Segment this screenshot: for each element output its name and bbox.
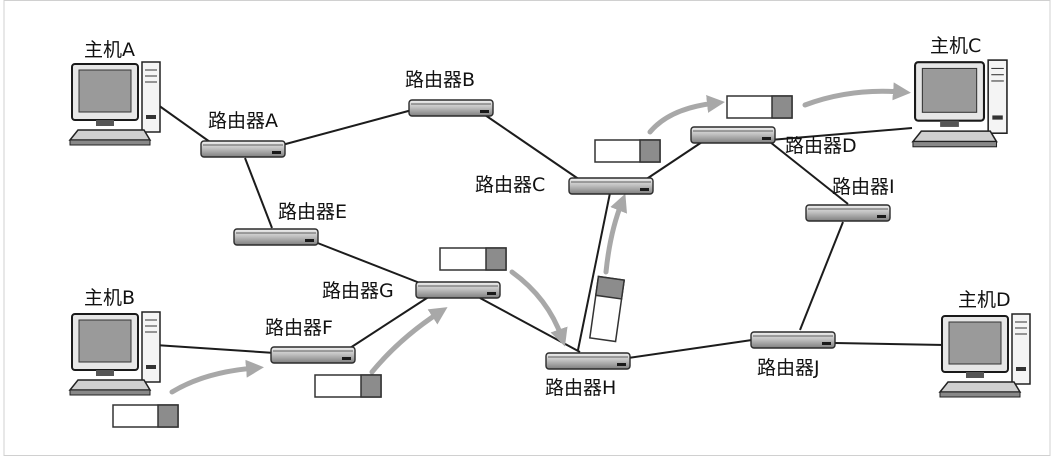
router-d-label: 路由器D <box>785 135 857 157</box>
packet-header <box>157 404 179 428</box>
router-icon <box>408 99 494 117</box>
router-d: 路由器D <box>690 126 857 157</box>
packet <box>314 374 382 398</box>
link-router-a-router-b <box>281 109 413 146</box>
host-c: 主机C <box>911 35 1009 148</box>
router-i: 路由器I <box>805 176 895 222</box>
router-icon <box>233 228 319 246</box>
router-j-label: 路由器J <box>757 357 820 379</box>
packet-flow-arrow <box>603 193 628 275</box>
router-a-label: 路由器A <box>208 110 278 132</box>
link-router-d-router-i <box>769 141 849 205</box>
packet-flow-arrow <box>369 307 448 375</box>
router-icon <box>200 140 286 158</box>
computer-icon <box>911 58 1009 148</box>
router-b-label: 路由器B <box>405 69 475 91</box>
packet-header <box>594 275 626 300</box>
packet-header <box>639 139 661 163</box>
host-c-label: 主机C <box>930 35 981 57</box>
packet-header <box>360 374 382 398</box>
link-router-d-host-c <box>769 127 913 141</box>
router-c: 路由器C <box>475 174 654 196</box>
computer-icon <box>69 311 161 396</box>
router-icon <box>545 352 631 370</box>
packet-header <box>485 247 507 271</box>
link-router-a-router-e <box>244 157 273 229</box>
computer-icon <box>939 313 1031 398</box>
router-e: 路由器E <box>233 201 347 246</box>
packets <box>112 95 793 428</box>
router-icon <box>750 331 836 349</box>
router-f: 路由器F <box>265 317 356 364</box>
host-d-label: 主机D <box>958 289 1011 311</box>
router-h-label: 路由器H <box>545 377 616 399</box>
links <box>154 104 946 359</box>
link-host-a-router-a <box>157 104 211 143</box>
router-a: 路由器A <box>200 110 286 158</box>
router-e-label: 路由器E <box>278 201 347 223</box>
router-j: 路由器J <box>750 331 836 379</box>
router-g: 路由器G <box>322 280 501 302</box>
packet-flow-arrow <box>509 269 568 347</box>
host-b-label: 主机B <box>84 287 135 309</box>
link-router-h-router-j <box>627 339 753 359</box>
host-d: 主机D <box>939 289 1031 398</box>
router-i-label: 路由器I <box>832 176 895 198</box>
packet-flow-arrow <box>169 359 264 395</box>
host-a-label: 主机A <box>84 39 135 61</box>
link-router-h-router-c <box>577 192 611 351</box>
packet-flow-arrows <box>169 82 911 395</box>
packet <box>726 95 793 119</box>
computer-icon <box>69 61 161 146</box>
packet <box>588 275 626 343</box>
host-b: 主机B <box>69 287 161 396</box>
link-router-b-router-c <box>484 114 581 181</box>
link-router-c-router-d <box>644 139 706 181</box>
packet <box>439 247 507 271</box>
link-host-b-router-f <box>154 344 276 354</box>
diagram-frame <box>3 0 1051 456</box>
router-icon <box>270 346 356 364</box>
router-c-label: 路由器C <box>475 174 545 196</box>
router-icon <box>690 126 776 144</box>
packet-flow-arrow <box>802 82 911 108</box>
packet <box>594 139 661 163</box>
router-g-label: 路由器G <box>322 280 394 302</box>
router-b: 路由器B <box>405 69 494 117</box>
link-router-f-router-g <box>349 295 431 349</box>
packet <box>112 404 179 428</box>
link-router-i-router-j <box>799 221 844 331</box>
router-h: 路由器H <box>545 352 631 399</box>
packet-header <box>771 95 793 119</box>
router-icon <box>568 177 654 195</box>
packet-flow-arrow <box>647 95 725 135</box>
host-a: 主机A <box>69 39 161 146</box>
link-router-e-router-g <box>314 241 426 286</box>
router-f-label: 路由器F <box>265 317 333 339</box>
router-icon <box>805 204 891 222</box>
link-router-g-router-h <box>479 297 581 353</box>
router-icon <box>415 281 501 299</box>
link-router-j-host-d <box>834 342 946 346</box>
